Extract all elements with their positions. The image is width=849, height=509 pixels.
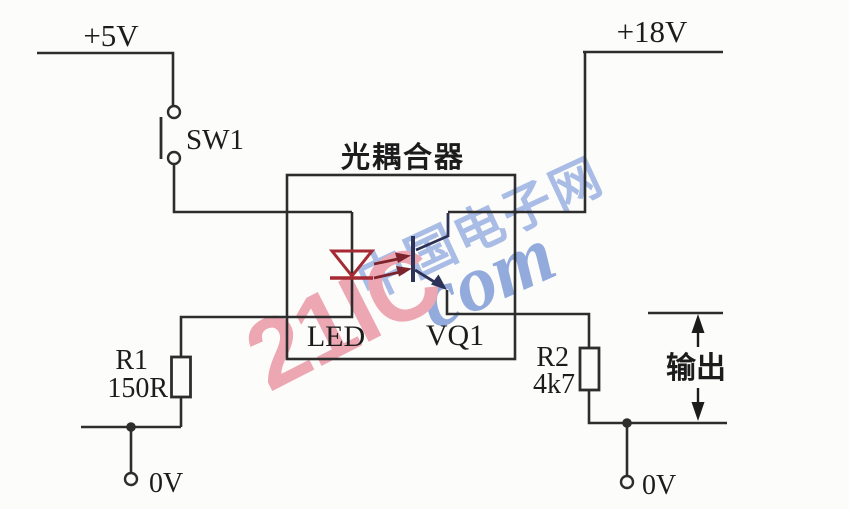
- switch-label: SW1: [186, 124, 244, 156]
- ground-label-left: 0V: [149, 468, 183, 499]
- transistor-collector: [415, 213, 450, 252]
- r1-value-label: 150R: [107, 373, 168, 404]
- r1-name-label: R1: [115, 345, 148, 376]
- ground-label-right: 0V: [642, 470, 676, 501]
- led-label: LED: [307, 320, 365, 353]
- led-symbol: [328, 249, 376, 280]
- resistor-r1-body: [170, 355, 192, 399]
- switch-contact-top: [166, 104, 182, 120]
- transistor-emitter-arrowhead: [431, 274, 447, 290]
- light-arrow-upper-head: [395, 252, 411, 263]
- output-dimension: [648, 311, 723, 421]
- optocoupler-title: 光耦合器: [341, 141, 465, 174]
- ground-terminal-left: [123, 471, 139, 487]
- light-arrow-lower-shaft: [373, 271, 399, 280]
- wire-led-branch: [179, 212, 354, 357]
- phototransistor-symbol: [411, 213, 450, 290]
- light-arrows: [373, 252, 412, 280]
- junction-dot-left: [126, 422, 136, 432]
- transistor-label: VQ1: [426, 319, 484, 352]
- wire-network: [37, 50, 727, 476]
- r2-value-label: 4k7: [533, 369, 575, 400]
- optocoupler-box: [285, 173, 517, 361]
- wire-right-0v-rail: [587, 390, 727, 425]
- output-label: 输出: [666, 352, 726, 385]
- supply-label-18v: +18V: [617, 14, 688, 49]
- supply-label-5v: +5V: [83, 18, 139, 53]
- junction-dot-right: [622, 418, 632, 428]
- output-down-arrow-head: [691, 402, 705, 421]
- output-up-arrow-head: [691, 314, 705, 333]
- wire-switch-to-led: [172, 164, 352, 214]
- ground-terminal-right: [619, 474, 635, 490]
- resistor-r2-body: [578, 346, 601, 392]
- switch-sw1-symbol: [159, 104, 182, 166]
- light-arrow-upper-shaft: [373, 257, 399, 266]
- wire-5v-rail: [37, 51, 175, 105]
- wire-collector-to-18v: [448, 52, 587, 214]
- switch-contact-bottom: [166, 150, 182, 166]
- r2-name-label: R2: [536, 342, 569, 373]
- light-arrow-lower-head: [396, 266, 412, 277]
- led-triangle: [328, 249, 376, 279]
- wire-emitter-to-r2: [445, 290, 591, 348]
